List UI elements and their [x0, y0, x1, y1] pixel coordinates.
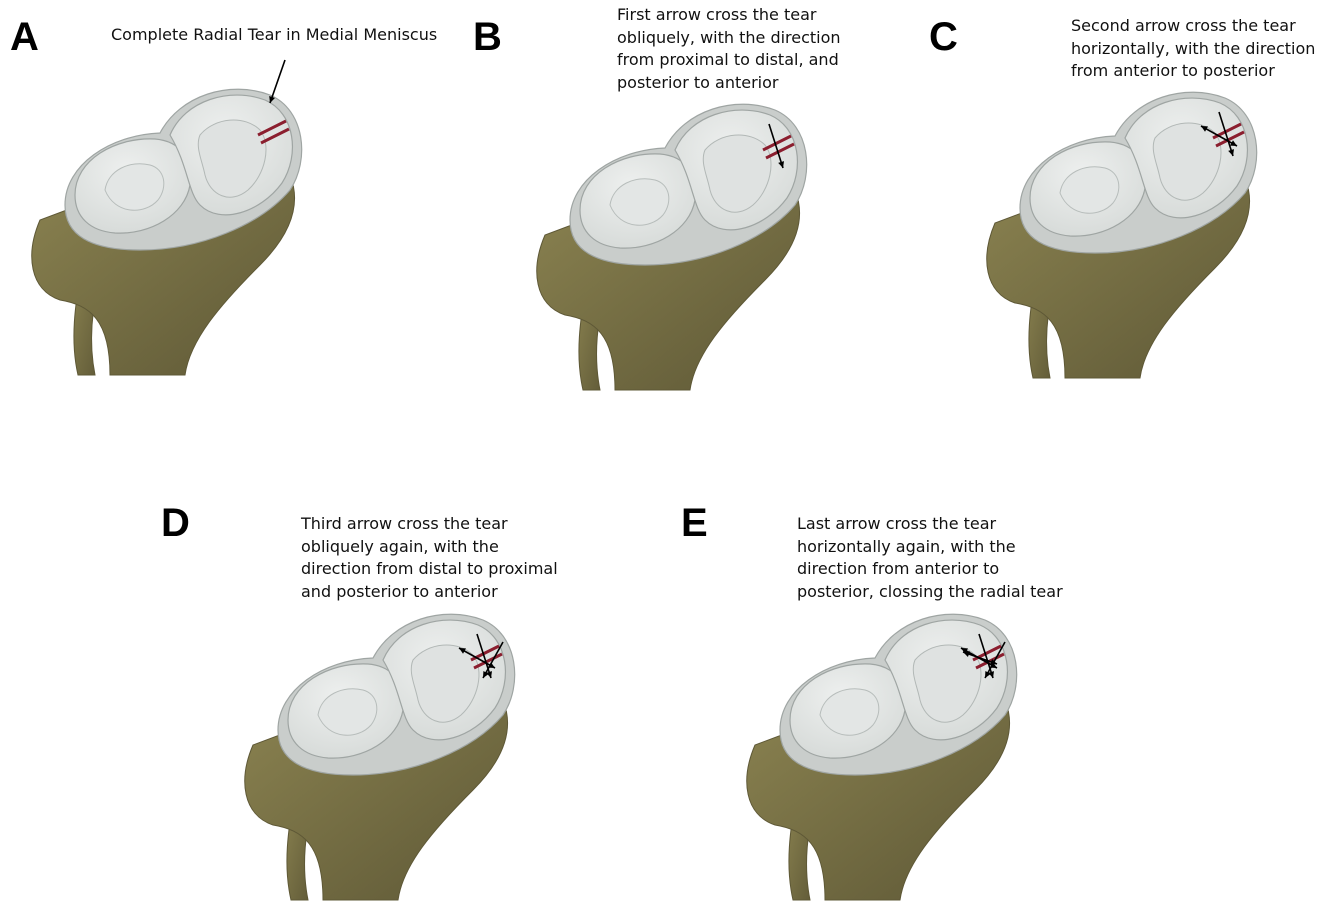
caption-line: Third arrow cross the tear — [301, 513, 558, 536]
repair-arrow — [269, 60, 285, 103]
panel-a-label: A — [10, 17, 39, 57]
panel-a-illustration — [20, 55, 320, 380]
caption-line: direction from anterior to — [797, 558, 1063, 581]
arrow-shaft — [270, 60, 285, 103]
panel-c-label: C — [929, 17, 958, 57]
caption-line: horizontally, with the direction — [1071, 38, 1315, 61]
caption-line: obliquely, with the direction — [617, 27, 841, 50]
panel-d-label: D — [161, 503, 190, 543]
panel-e-label: E — [681, 503, 708, 543]
caption-line: direction from distal to proximal — [301, 558, 558, 581]
panel-e-illustration — [735, 580, 1035, 905]
caption-line: Last arrow cross the tear — [797, 513, 1063, 536]
panel-a-caption: Complete Radial Tear in Medial Meniscus — [111, 24, 437, 47]
caption-line: First arrow cross the tear — [617, 4, 841, 27]
panel-b-illustration — [525, 70, 825, 395]
caption-line: horizontally again, with the — [797, 536, 1063, 559]
caption-line: from proximal to distal, and — [617, 49, 841, 72]
panel-c-illustration — [975, 58, 1275, 383]
caption-line: Second arrow cross the tear — [1071, 15, 1315, 38]
caption-line: obliquely again, with the — [301, 536, 558, 559]
panel-d-illustration — [233, 580, 533, 905]
caption-line: Complete Radial Tear in Medial Meniscus — [111, 24, 437, 47]
panel-b-label: B — [473, 17, 502, 57]
